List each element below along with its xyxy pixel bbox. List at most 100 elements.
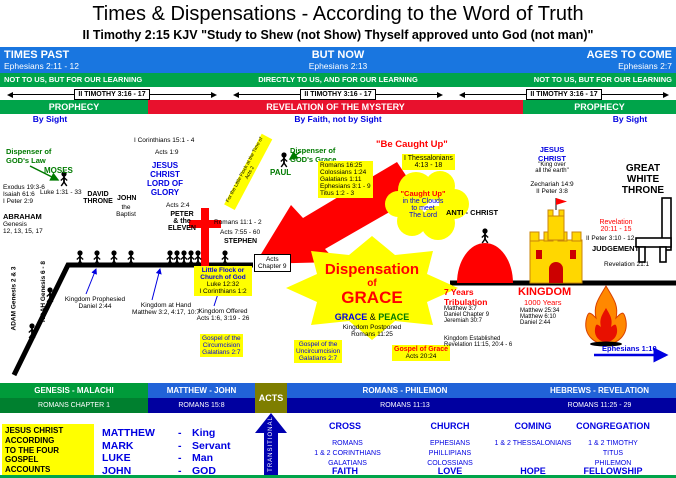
great-white-throne-label: GREAT WHITE THRONE — [621, 163, 665, 196]
stephen-label: STEPHEN — [224, 238, 258, 245]
right-arrowhead-icon — [437, 91, 444, 98]
times-band: TIMES PAST Ephesians 2:11 - 12 BUT NOW E… — [0, 47, 676, 73]
judgement-peter-ref: II Peter 3:10 - 12 — [586, 235, 635, 242]
times-past-ref: Ephesians 2:11 - 12 — [4, 61, 79, 71]
timeline-past-line — [11, 262, 253, 377]
abraham-label: ABRAHAM — [3, 212, 42, 221]
left-arrowhead-icon — [459, 91, 465, 98]
page-title: Times & Dispensations - According to the… — [92, 3, 584, 25]
gospel-row-john: JOHN-GOD — [102, 465, 231, 478]
by-sight-right: By Sight — [612, 114, 648, 124]
cloud-icon — [385, 171, 469, 240]
kingdom-offered-label: Kingdom Offered Acts 1:6, 3:19 - 26 — [196, 308, 250, 322]
bar-label: MATTHEW - JOHN — [148, 383, 255, 398]
little-flock-title: Little Flock or Church of God — [200, 267, 246, 281]
gospel-row-matthew: MATTHEW-King — [102, 427, 231, 440]
timothy-ref-left: II TIMOTHY 3:16 - 17 — [7, 89, 218, 100]
learning-note-right: NOT TO US, BUT FOR OUR LEARNING — [533, 75, 672, 84]
gospel-row-luke: LUKE-Man — [102, 452, 231, 465]
column-books-cross: ROMANS 1 & 2 CORINTHIANS GALATIANS — [314, 440, 381, 468]
acts-1-9-reference: Acts 1:9 — [155, 149, 179, 156]
kingdom-years-label: 1000 Years — [524, 298, 562, 307]
four-gospels-list: MATTHEW-King MARK-Servant LUKE-Man JOHN-… — [102, 427, 231, 477]
dash: - — [178, 464, 182, 477]
column-head-cross: CROSS — [328, 421, 361, 431]
kingdom-prophesied-label: Kingdom Prophesied Daniel 2:44 — [64, 296, 126, 310]
moses-label: MOSES — [44, 166, 73, 175]
ampersand: & — [369, 312, 376, 322]
abraham-references: Genesis 12, 13, 15, 17 — [3, 221, 43, 235]
column-word-love: LOVE — [437, 466, 463, 476]
bar-sublabel: ROMANS 11:25 - 29 — [523, 398, 676, 413]
judgement-label: JUDGEMENT — [592, 244, 640, 253]
paul-figure — [279, 151, 289, 168]
timothy-ref-right: II TIMOTHY 3:16 - 17 — [459, 89, 670, 100]
bar-label: GENESIS - MALACHI — [0, 383, 148, 398]
peace-word: PEACE — [378, 312, 410, 322]
kingdom-at-hand-arrow — [151, 268, 162, 301]
arrow-line — [239, 94, 301, 95]
luke-reference: Luke 1:31 - 33 — [40, 189, 82, 196]
ages-to-come-label: AGES TO COME — [586, 49, 672, 61]
column-books-coming: 1 & 2 THESSALONIANS — [494, 440, 572, 447]
mystery-references-box: Romans 16:25 Colossians 1:24 Galatians 1… — [318, 161, 373, 198]
arrow-line — [13, 94, 75, 95]
column-books-congregation: 1 & 2 TIMOTHY TITUS PHILEMON — [588, 440, 638, 468]
mystery-arrow — [255, 162, 419, 264]
bar-acts: ACTS — [255, 383, 287, 413]
four-gospels-box: JESUS CHRIST ACCORDING TO THE FOUR GOSPE… — [2, 424, 94, 478]
subtitle: II Timothy 2:15 KJV "Study to Shew (not … — [82, 28, 594, 42]
corinthians-reference: I Corinthians 15:1 - 4 — [134, 137, 195, 144]
bar-genesis-malachi: GENESIS - MALACHI ROMANS CHAPTER 1 — [0, 383, 148, 413]
but-now-ref: Ephesians 2:13 — [308, 61, 368, 71]
dispensation-of: of — [367, 278, 377, 289]
little-flock-box: Little Flock or Church of God Luke 12:32… — [194, 266, 252, 296]
acts-2-4-reference: Acts 2:4 — [166, 202, 190, 209]
dispensation-title: Dispensation — [324, 261, 420, 278]
gospel-role: GOD — [192, 464, 216, 477]
kingdom-prophesied-arrow — [85, 268, 97, 295]
gospel-of-grace-box: Gospel of Grace Acts 20:24 — [392, 345, 451, 361]
by-sight-left: By Sight — [32, 114, 68, 124]
times-past-cell: TIMES PAST Ephesians 2:11 - 12 — [0, 47, 225, 73]
transitional-label: TRANSITIONAL — [268, 416, 274, 472]
dispensation-starburst — [286, 236, 458, 340]
gospel-role: Man — [192, 452, 213, 464]
kingdom-established-label: Kingdom Established Revelation 11:15, 20… — [444, 336, 513, 348]
kingdom-references: Matthew 25:34 Matthew 6:10 Daniel 2:44 — [520, 308, 560, 326]
gospel-of-grace-title: Gospel of Grace — [394, 346, 449, 353]
throne-icon — [635, 197, 672, 263]
timothy-ref-center: II TIMOTHY 3:16 - 17 — [233, 89, 444, 100]
adam-vertical-label: ADAM Genesis 2 & 3 — [10, 266, 18, 331]
dispensation-grace: GRACE — [341, 288, 403, 307]
column-head-congregation: CONGREGATION — [576, 421, 650, 431]
tribulation-references: Matthew 3:7 Daniel Chapter 9 Jeremiah 30… — [444, 306, 490, 324]
kingdom-at-hand-label: Kingdom at Hand Matthew 3:2, 4:17, 10:7 — [132, 302, 200, 316]
john-baptist-label: JOHN — [117, 195, 137, 202]
but-now-cell: BUT NOW Ephesians 2:13 — [225, 47, 450, 73]
arrow-line — [601, 94, 664, 95]
header-prophecy-right: PROPHECY — [523, 100, 676, 114]
dash: - — [178, 439, 182, 452]
bar-sublabel: ROMANS 15:8 — [148, 398, 255, 413]
but-now-label: BUT NOW — [311, 49, 365, 61]
bar-label: ROMANS - PHILEMON — [287, 383, 523, 398]
acts-chapter-9-box: Acts Chapter 9 — [254, 254, 291, 272]
column-books-church: EPHESIANS PHILLIPIANS COLOSSIANS — [427, 440, 473, 468]
cross-icon — [189, 208, 221, 266]
learning-band: NOT TO US, BUT FOR OUR LEARNING DIRECTLY… — [0, 73, 676, 87]
be-caught-up-label: "Be Caught Up" — [376, 139, 448, 150]
john-baptist-sublabel: the Baptist — [116, 204, 136, 218]
ages-to-come-ref: Ephesians 2:7 — [618, 61, 672, 71]
king-quote-label: "King over all the earth" — [535, 162, 569, 174]
castle-icon — [529, 198, 583, 284]
grace-dispenser-arrow — [288, 151, 301, 160]
left-arrowhead-icon — [233, 91, 239, 98]
gospel-name: MARK — [102, 439, 134, 452]
kingdom-label: KINGDOM — [518, 286, 572, 298]
gospel-name: MATTHEW — [102, 427, 155, 439]
bar-romans-philemon: ROMANS - PHILEMON ROMANS 11:13 — [287, 383, 523, 413]
david-throne-label: DAVID THRONE — [83, 191, 113, 205]
king-references: Zechariah 14:9 II Peter 3:8 — [530, 181, 574, 195]
